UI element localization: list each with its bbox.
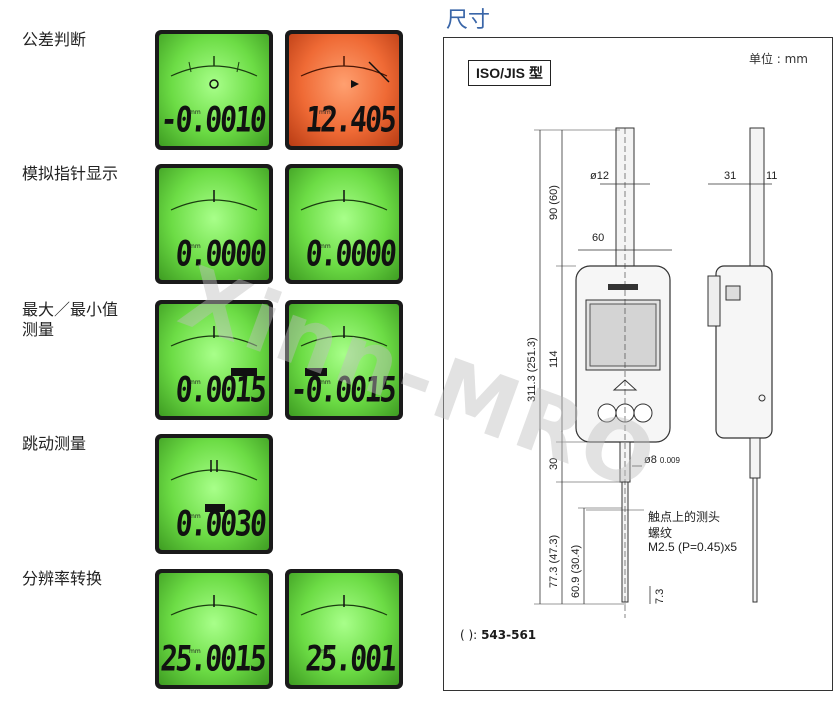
lcd-tolerance-1: mm -0.0010	[155, 30, 273, 150]
lcd-reading: 0.0000	[173, 232, 267, 274]
unit-mark: mm	[319, 379, 331, 386]
unit-label: 单位 : mm	[748, 52, 808, 66]
lcd-screen: mm -0.0015	[289, 304, 399, 416]
unit-mark: mm	[189, 648, 201, 655]
model-number: 543-561	[481, 628, 537, 642]
dim-d8: ø8 0.009	[644, 454, 680, 466]
analog-scale-icon	[170, 190, 258, 211]
analog-scale-icon	[300, 190, 388, 211]
lcd-reading: 25.0015	[159, 637, 267, 679]
dim-60: 60	[592, 232, 605, 244]
lcd-tolerance-2: mm 12.405	[285, 30, 403, 150]
dim-v114: 114	[548, 350, 560, 368]
unit-mark: mm	[319, 109, 331, 116]
label-tolerance: 公差判断	[22, 30, 87, 49]
lcd-screen: mm -0.0010	[159, 34, 269, 146]
label-analog: 模拟指针显示	[22, 164, 119, 183]
dim-d8-tol: 0.009	[659, 456, 680, 465]
dim-d12: ø12	[590, 170, 609, 182]
lcd-resolution-1: mm 25.0015	[155, 569, 273, 689]
analog-scale-icon	[300, 595, 388, 616]
lcd-resolution-2: mm 25.001	[285, 569, 403, 689]
analog-scale-icon	[170, 326, 258, 376]
lcd-reading: 0.0015	[173, 368, 267, 410]
lcd-runout-1: mm 0.0030	[155, 434, 273, 554]
note-line-2: 螺纹	[648, 526, 673, 540]
unit-mark: mm	[189, 109, 201, 116]
lcd-screen: mm 0.0030	[159, 438, 269, 550]
dimensions-panel: 单位 : mm ISO/JIS 型	[443, 37, 833, 691]
lcd-screen: mm 0.0000	[159, 168, 269, 280]
lcd-analog-2: mm 0.0000	[285, 164, 403, 284]
section-title: 尺寸	[446, 8, 491, 33]
dim-31: 31	[724, 170, 737, 182]
lcd-maxmin-2: mm -0.0015	[285, 300, 403, 420]
label-resolution: 分辨率转换	[22, 569, 103, 588]
lcd-screen: mm 12.405	[289, 34, 399, 146]
analog-scale-icon	[300, 56, 390, 88]
lcd-reading: -0.0015	[289, 368, 397, 410]
dim-11: 11	[766, 170, 778, 182]
type-label: ISO/JIS 型	[468, 60, 551, 86]
lcd-screen: mm 0.0000	[289, 168, 399, 280]
label-maxmin-2: 测量	[22, 320, 55, 339]
lcd-reading: 12.405	[303, 98, 397, 140]
dim-v7: 7.3	[654, 588, 666, 604]
lcd-screen: mm 25.0015	[159, 573, 269, 685]
unit-mark: mm	[189, 513, 201, 520]
unit-mark: mm	[189, 379, 201, 386]
unit-mark: mm	[319, 648, 331, 655]
lcd-reading: 0.0000	[303, 232, 397, 274]
analog-scale-icon	[170, 56, 258, 89]
lcd-screen: mm 25.001	[289, 573, 399, 685]
lcd-reading: -0.0010	[159, 98, 267, 140]
label-runout: 跳动测量	[22, 434, 87, 453]
unit-mark: mm	[319, 243, 331, 250]
dim-v90: 90 (60)	[548, 185, 560, 220]
dim-v60: 60.9 (30.4)	[570, 544, 582, 598]
note-line-1: 触点上的测头	[648, 510, 721, 524]
lcd-maxmin-1: mm 0.0015	[155, 300, 273, 420]
note-line-3: M2.5 (P=0.45)x5	[648, 540, 738, 554]
lcd-reading: 0.0030	[173, 502, 267, 544]
model-note: ( ): 543-561	[460, 628, 536, 642]
analog-scale-icon	[170, 595, 258, 616]
analog-scale-icon	[300, 326, 388, 376]
lcd-reading: 25.001	[303, 637, 397, 679]
technical-drawing	[534, 127, 773, 618]
analog-scale-icon	[170, 460, 258, 512]
dim-v30: 30	[548, 457, 560, 470]
lcd-analog-1: mm 0.0000	[155, 164, 273, 284]
dim-v77: 77.3 (47.3)	[548, 534, 560, 588]
unit-mark: mm	[189, 243, 201, 250]
model-prefix: ( ):	[460, 628, 478, 642]
label-maxmin-1: 最大／最小值	[22, 300, 119, 319]
lcd-screen: mm 0.0015	[159, 304, 269, 416]
dim-d8-value: ø8	[644, 454, 657, 466]
dim-v311: 311.3 (251.3)	[526, 337, 538, 402]
